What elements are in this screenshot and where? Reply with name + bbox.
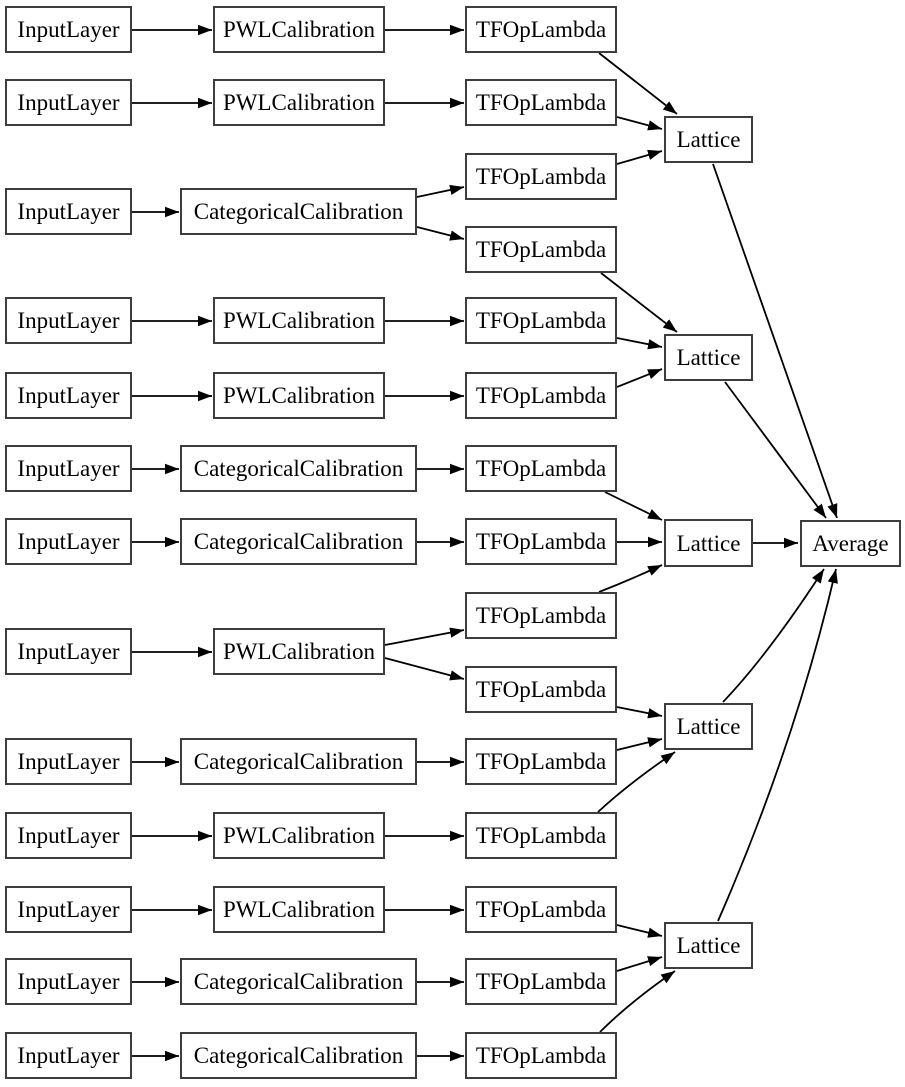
node-in5: InputLayer: [5, 372, 132, 419]
node-tf9: TFOpLambda: [465, 592, 617, 639]
node-tf5: TFOpLambda: [465, 297, 617, 344]
node-in13: InputLayer: [5, 1032, 132, 1079]
node-tf13: TFOpLambda: [465, 886, 617, 933]
node-cat12: CategoricalCalibration: [180, 958, 417, 1005]
node-avg: Average: [800, 520, 901, 567]
node-in10: InputLayer: [5, 812, 132, 859]
edge-tf14-to-lat5: [616, 956, 663, 972]
node-lat4: Lattice: [664, 703, 753, 750]
node-tf7: TFOpLambda: [465, 445, 617, 492]
node-pwl5: PWLCalibration: [213, 372, 385, 419]
node-tf8: TFOpLambda: [465, 518, 617, 565]
edge-cat3-to-tf4: [416, 226, 465, 241]
node-tf1: TFOpLambda: [465, 6, 617, 53]
node-tf14: TFOpLambda: [465, 958, 617, 1005]
edge-lat1-to-avg: [712, 163, 838, 519]
node-lat1: Lattice: [664, 116, 753, 163]
node-tf11: TFOpLambda: [465, 738, 617, 785]
edge-lat5-to-avg: [717, 568, 838, 922]
edge-lat2-to-avg: [724, 381, 827, 519]
node-pwl8: PWLCalibration: [213, 628, 385, 675]
edge-tf1-to-lat1: [598, 52, 678, 115]
edge-pwl8-to-tf10: [384, 657, 465, 681]
node-in12: InputLayer: [5, 958, 132, 1005]
edge-tf13-to-lat5: [616, 924, 663, 938]
node-pwl11: PWLCalibration: [213, 886, 385, 933]
edge-pwl8-to-tf9: [384, 627, 465, 646]
node-in3: InputLayer: [5, 188, 132, 235]
node-in11: InputLayer: [5, 886, 132, 933]
node-tf4: TFOpLambda: [465, 226, 617, 273]
node-in6: InputLayer: [5, 445, 132, 492]
edge-tf10-to-lat4: [616, 706, 663, 719]
node-cat7: CategoricalCalibration: [180, 518, 417, 565]
node-tf6: TFOpLambda: [465, 372, 617, 419]
node-cat9: CategoricalCalibration: [180, 738, 417, 785]
node-in7: InputLayer: [5, 518, 132, 565]
node-cat3: CategoricalCalibration: [180, 188, 417, 235]
node-lat3: Lattice: [664, 519, 753, 567]
node-pwl10: PWLCalibration: [213, 812, 385, 859]
node-tf2: TFOpLambda: [465, 79, 617, 126]
node-pwl1: PWLCalibration: [213, 6, 385, 53]
node-pwl4: PWLCalibration: [213, 297, 385, 344]
node-in1: InputLayer: [5, 6, 132, 53]
node-tf12: TFOpLambda: [465, 812, 617, 859]
edge-tf9-to-lat3: [598, 564, 663, 593]
edge-tf11-to-lat4: [616, 737, 663, 751]
edge-tf5-to-lat2: [616, 337, 663, 350]
node-tf10: TFOpLambda: [465, 666, 617, 713]
edge-tf7-to-lat3: [604, 491, 663, 521]
edge-tf15-to-lat5: [599, 970, 676, 1033]
node-lat2: Lattice: [664, 334, 753, 381]
edge-tf12-to-lat4: [597, 751, 676, 813]
node-pwl2: PWLCalibration: [213, 79, 385, 126]
edge-tf2-to-lat1: [616, 116, 663, 131]
node-lat5: Lattice: [664, 922, 753, 969]
node-in8: InputLayer: [5, 628, 132, 675]
edge-tf4-to-lat2: [600, 272, 678, 333]
node-cat6: CategoricalCalibration: [180, 445, 417, 492]
edge-lat4-to-avg: [722, 568, 825, 703]
node-tf15: TFOpLambda: [465, 1032, 617, 1079]
node-in2: InputLayer: [5, 79, 132, 126]
node-cat13: CategoricalCalibration: [180, 1032, 417, 1079]
edge-tf3-to-lat1: [616, 149, 663, 165]
node-in9: InputLayer: [5, 738, 132, 785]
node-tf3: TFOpLambda: [465, 153, 617, 200]
edge-tf6-to-lat2: [616, 368, 663, 388]
node-in4: InputLayer: [5, 297, 132, 344]
edge-cat3-to-tf3: [416, 184, 465, 198]
